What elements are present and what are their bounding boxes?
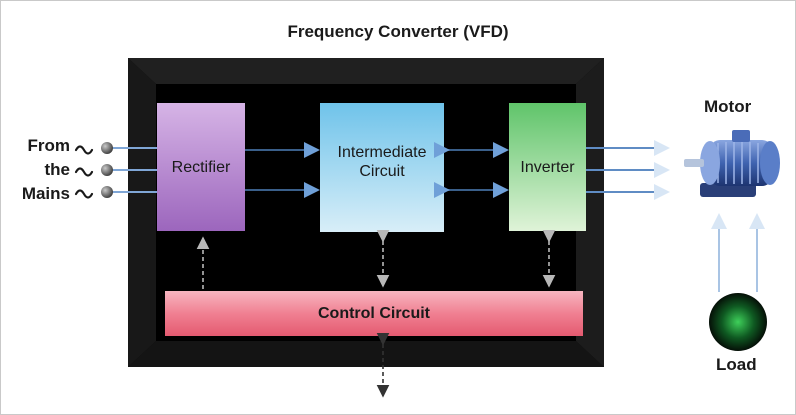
inverter-label: Inverter — [520, 158, 575, 176]
mains-input-lines — [110, 147, 157, 193]
control-circuit-block — [165, 291, 583, 336]
mains-terminals — [101, 142, 113, 198]
load-icon — [709, 293, 767, 351]
motor-label: Motor — [704, 97, 752, 116]
inverter-block — [509, 103, 586, 231]
load-feedback-arrows — [711, 213, 765, 292]
ac-wave-icon — [74, 167, 94, 177]
dc-link-arrows — [245, 142, 320, 198]
ac-wave-icon — [74, 145, 94, 155]
rectifier-block — [157, 103, 245, 231]
bidirectional-arrows — [434, 142, 509, 198]
ac-wave-icons — [74, 145, 94, 199]
intermediate-circuit-block — [320, 103, 444, 232]
terminal-dot — [101, 164, 113, 176]
motor-output-arrows — [586, 140, 670, 200]
load-label: Load — [716, 355, 757, 374]
input-label-line-2: the — [44, 160, 71, 179]
control-links — [196, 229, 556, 289]
terminal-dot — [101, 186, 113, 198]
diagram-title: Frequency Converter (VFD) — [287, 22, 509, 41]
ac-wave-icon — [74, 189, 94, 199]
terminal-dot — [101, 142, 113, 154]
rectifier-label: Rectifier — [171, 158, 231, 176]
motor-icon — [684, 130, 780, 197]
intermediate-circuit-label: Intermediate Circuit — [337, 144, 427, 180]
input-label-line-3: Mains — [21, 184, 70, 203]
control-circuit-label: Control Circuit — [318, 305, 430, 322]
input-label-line-1: From — [27, 136, 71, 155]
